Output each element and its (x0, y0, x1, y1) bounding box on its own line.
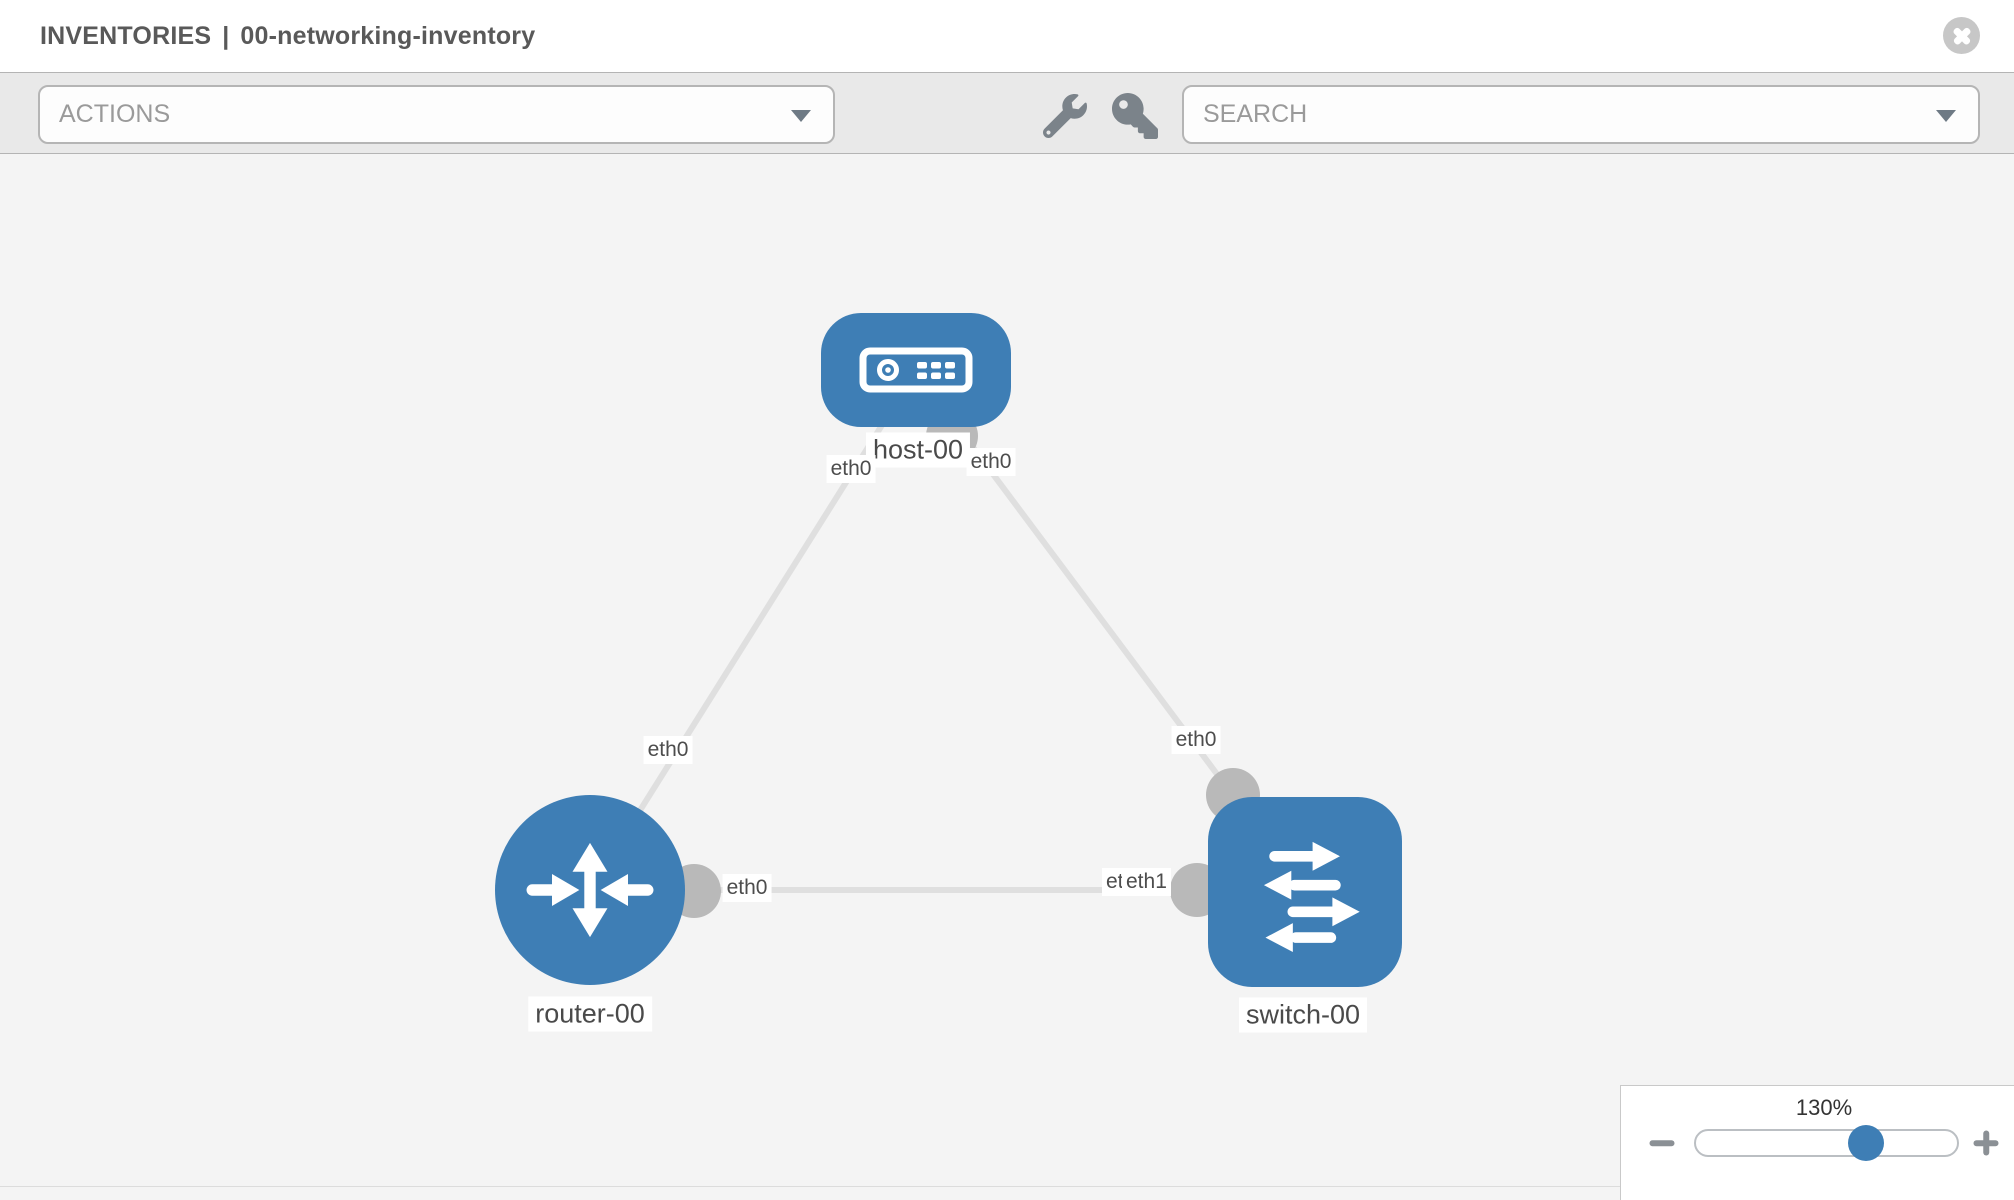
interface-label-host-to-switch: eth0 (966, 448, 1016, 476)
node-host-00[interactable] (821, 313, 1011, 427)
node-label-switch-00: switch-00 (1238, 997, 1368, 1033)
page-title-separator: | (222, 21, 230, 50)
key-icon-glyph (1112, 93, 1158, 139)
node-router-00[interactable] (495, 795, 685, 985)
key-icon[interactable] (1112, 93, 1158, 139)
node-label-host-00: host-00 (865, 432, 971, 468)
interface-label-router-to-switch: eth0 (722, 874, 772, 902)
page-title-section: INVENTORIES (40, 21, 212, 50)
zoom-in-button[interactable] (1970, 1127, 2002, 1159)
router-icon (526, 842, 654, 938)
actions-dropdown[interactable]: ACTIONS (38, 85, 835, 144)
node-switch-00[interactable] (1208, 797, 1402, 987)
page-title: INVENTORIES | 00-networking-inventory (40, 0, 535, 72)
wrench-icon-glyph (1043, 94, 1087, 138)
zoom-out-button[interactable] (1646, 1127, 1678, 1159)
interface-label-switch-to-router: eth1 (1122, 868, 1171, 896)
toolbar: ACTIONS SEARCH (0, 72, 2014, 154)
links-layer (587, 369, 1308, 918)
search-dropdown-label: SEARCH (1203, 100, 1308, 128)
node-label-router-00: router-00 (528, 996, 652, 1032)
switch-icon (1263, 841, 1360, 953)
zoom-slider-thumb[interactable] (1848, 1125, 1884, 1161)
canvas-bottom-divider (0, 1186, 1620, 1187)
interface-label-switch-to-host: eth0 (1171, 726, 1221, 754)
actions-dropdown-label: ACTIONS (59, 100, 171, 128)
search-dropdown[interactable]: SEARCH (1182, 85, 1980, 144)
interface-label-router-to-host: eth0 (643, 736, 693, 764)
host-icon (859, 347, 973, 393)
zoom-slider[interactable] (1694, 1125, 1959, 1161)
interface-label-host-to-router: eth0 (826, 455, 876, 483)
wrench-icon[interactable] (1042, 93, 1088, 139)
zoom-level-value: 130% (1795, 1095, 1853, 1120)
chevron-down-icon (1936, 109, 1956, 122)
plus-icon (1983, 1130, 1989, 1156)
minus-icon (1649, 1140, 1675, 1146)
header: INVENTORIES | 00-networking-inventory (0, 0, 2014, 72)
zoom-panel: 130% (1620, 1085, 2014, 1200)
page-title-item: 00-networking-inventory (240, 21, 536, 50)
close-button[interactable] (1943, 17, 1980, 54)
topology-canvas[interactable]: host-00 router-00 switch-00 eth0 eth0 et… (0, 154, 2014, 1200)
chevron-down-icon (791, 109, 811, 122)
